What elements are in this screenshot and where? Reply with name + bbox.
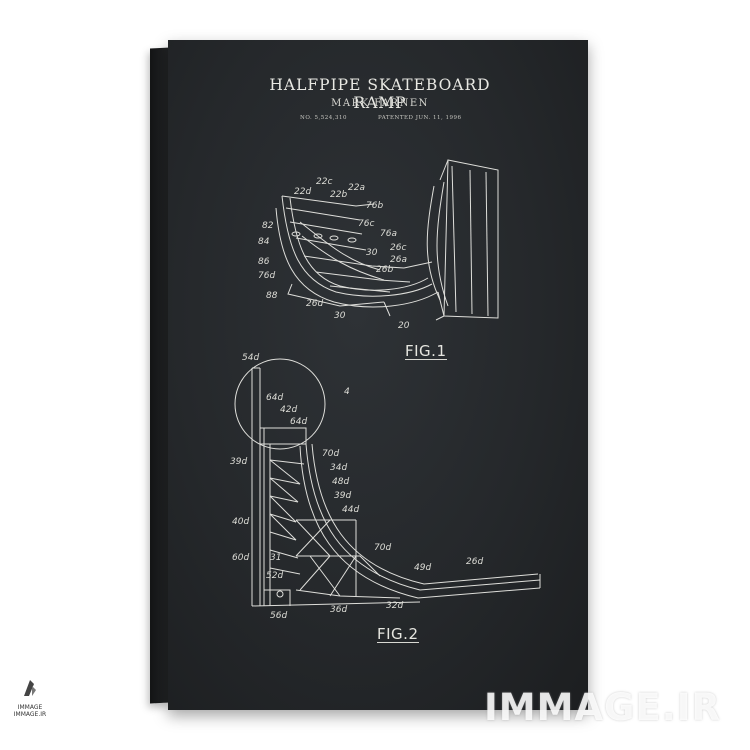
patent-number: NO. 5,524,310 (300, 115, 347, 121)
fig2-callout: 70d (322, 449, 339, 459)
fig2-callout: 26d (466, 557, 483, 567)
fig2-callout: 48d (332, 477, 349, 487)
inventor-name: MARK FARNEN (331, 98, 429, 109)
fig2-callouts: 54d 4 64d 42d 64d 39d 70d 34d 48d 39d 44… (230, 353, 483, 621)
fig1-callout: 76a (380, 229, 397, 239)
fig2-callout: 42d (280, 405, 297, 415)
fig1-callout: 82 (262, 221, 274, 231)
fig1-label: FIG.1 (405, 342, 447, 360)
fig2-label: FIG.2 (377, 625, 419, 643)
fig2-callout: 4 (344, 387, 350, 397)
fig1-callout: 22b (330, 190, 347, 200)
fig2-callout: 44d (342, 505, 359, 515)
fig1-callout: 26c (390, 243, 406, 253)
fig2-callout: 31 (270, 553, 281, 563)
fig1-callout: 26a (390, 255, 407, 265)
fig1-callout: 88 (266, 291, 278, 301)
fig1-callout: 76c (358, 219, 374, 229)
fig1-callout: 22d (294, 187, 311, 197)
fig2-callout: 39d (334, 491, 351, 501)
fig1-callout: 84 (258, 237, 270, 247)
fig1-callout: 20 (398, 321, 410, 331)
fig1-callout: 22a (348, 183, 365, 193)
fig1-callout: 26b (376, 265, 393, 275)
fig1-callout: 26d (306, 299, 323, 309)
fig1-callout: 76b (366, 201, 383, 211)
fig2-callout: 36d (330, 605, 347, 615)
fig2-callout: 49d (414, 563, 431, 573)
logo-icon (24, 680, 36, 696)
fig1-ramp-drawing (275, 159, 499, 321)
logo-text: IMMAGE (17, 704, 43, 711)
fig2-callout: 60d (232, 553, 249, 563)
fig2-callout: 64d (266, 393, 283, 403)
watermark: IMMAGE.IR (484, 686, 721, 729)
fig2-callout: 54d (242, 353, 259, 363)
patent-date: PATENTED JUN. 11, 1996 (378, 115, 462, 121)
fig2-callout: 52d (266, 571, 283, 581)
fig2-ramp-drawing (234, 358, 541, 607)
canvas-print (168, 40, 588, 710)
fig2-callout: 32d (386, 601, 403, 611)
logo-subtext: IMMAGE.IR (13, 711, 47, 718)
fig1-callout: 22c (316, 177, 332, 187)
fig2-callout: 39d (230, 457, 247, 467)
fig2-callout: 64d (290, 417, 307, 427)
fig2-callout: 56d (270, 611, 287, 621)
fig1-callout: 30 (334, 311, 346, 321)
fig2-callout: 40d (232, 517, 249, 527)
fig1-callouts: 22c 22d 22b 22a 82 76b 76c 84 76a 86 30 … (258, 177, 410, 331)
site-logo: IMMAGE IMMAGE.IR (10, 676, 50, 736)
poster-title: HALFPIPE SKATEBOARD RAMP (269, 76, 491, 112)
fig2-callout: 70d (374, 543, 391, 553)
fig1-callout: 76d (258, 271, 275, 281)
fig1-callout: 86 (258, 257, 270, 267)
fig1-callout: 30 (366, 248, 378, 258)
fig2-callout: 34d (330, 463, 347, 473)
